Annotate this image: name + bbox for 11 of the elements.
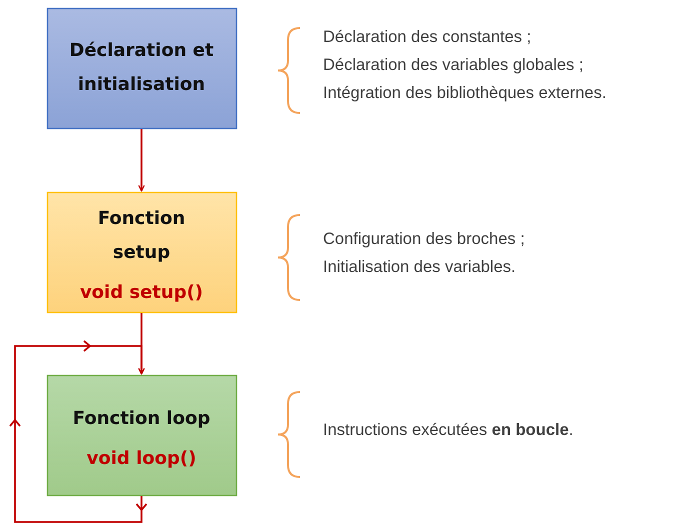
function-signature: void setup() [80, 282, 204, 302]
description-text: Initialisation des variables. [323, 258, 516, 277]
description-text: Instructions exécutées en boucle. [323, 421, 574, 440]
box-title: Déclaration et initialisation [68, 39, 215, 97]
description-text: Intégration des bibliothèques externes. [323, 84, 606, 103]
function-signature: void loop() [86, 448, 196, 468]
description-text: Déclaration des constantes ; [323, 28, 532, 47]
description-text: Déclaration des variables globales ; [323, 56, 584, 75]
description-text: Configuration des broches ; [323, 230, 525, 249]
box-title: Fonction loop [72, 406, 210, 430]
box-title: Fonction setup [96, 206, 186, 264]
